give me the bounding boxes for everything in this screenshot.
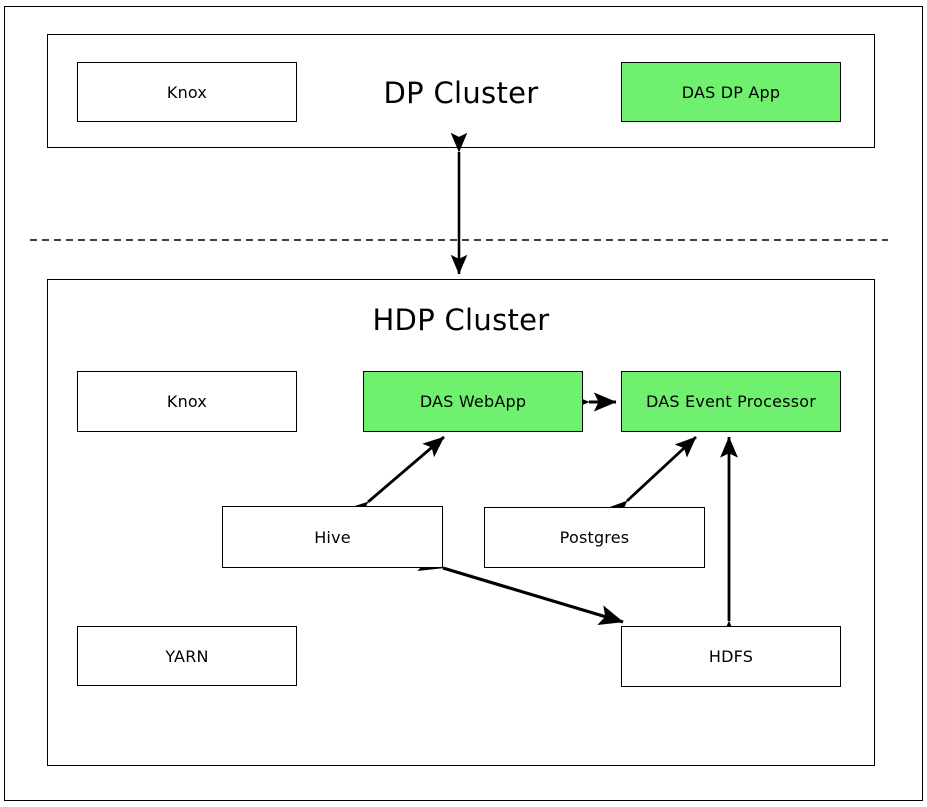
node-postgres[interactable]: Postgres bbox=[484, 507, 705, 568]
hdp-cluster-frame bbox=[47, 279, 875, 766]
outer-frame bbox=[4, 6, 923, 801]
connector-hive-to-hdfs bbox=[417, 551, 624, 626]
dp-cluster-frame bbox=[47, 34, 875, 148]
hdp-cluster-title: HDP Cluster bbox=[372, 303, 550, 337]
node-yarn-label: YARN bbox=[165, 646, 209, 666]
node-postgres-label: Postgres bbox=[559, 528, 630, 547]
connector-postgres-to-event-processor bbox=[605, 435, 697, 522]
node-dp-knox[interactable]: Knox bbox=[77, 62, 297, 122]
node-hdp-knox-label: Knox bbox=[166, 392, 208, 411]
node-dp-das-app[interactable]: DAS DP App bbox=[621, 62, 841, 122]
connector-hive-to-webapp bbox=[346, 435, 445, 523]
node-hdfs[interactable]: HDFS bbox=[621, 626, 841, 687]
node-dp-das-app-label: DAS DP App bbox=[681, 82, 781, 102]
node-hive[interactable]: Hive bbox=[222, 506, 443, 568]
node-dp-knox-label: Knox bbox=[166, 82, 208, 102]
node-hdfs-label: HDFS bbox=[708, 647, 754, 666]
node-das-event-processor-label: DAS Event Processor bbox=[645, 392, 816, 411]
node-hdp-knox[interactable]: Knox bbox=[77, 371, 297, 432]
node-yarn[interactable]: YARN bbox=[77, 626, 297, 686]
node-hive-label: Hive bbox=[314, 527, 351, 547]
node-das-event-processor[interactable]: DAS Event Processor bbox=[621, 371, 841, 432]
node-das-webapp[interactable]: DAS WebApp bbox=[363, 371, 583, 432]
dp-cluster-title: DP Cluster bbox=[383, 76, 539, 110]
node-das-webapp-label: DAS WebApp bbox=[419, 392, 527, 411]
